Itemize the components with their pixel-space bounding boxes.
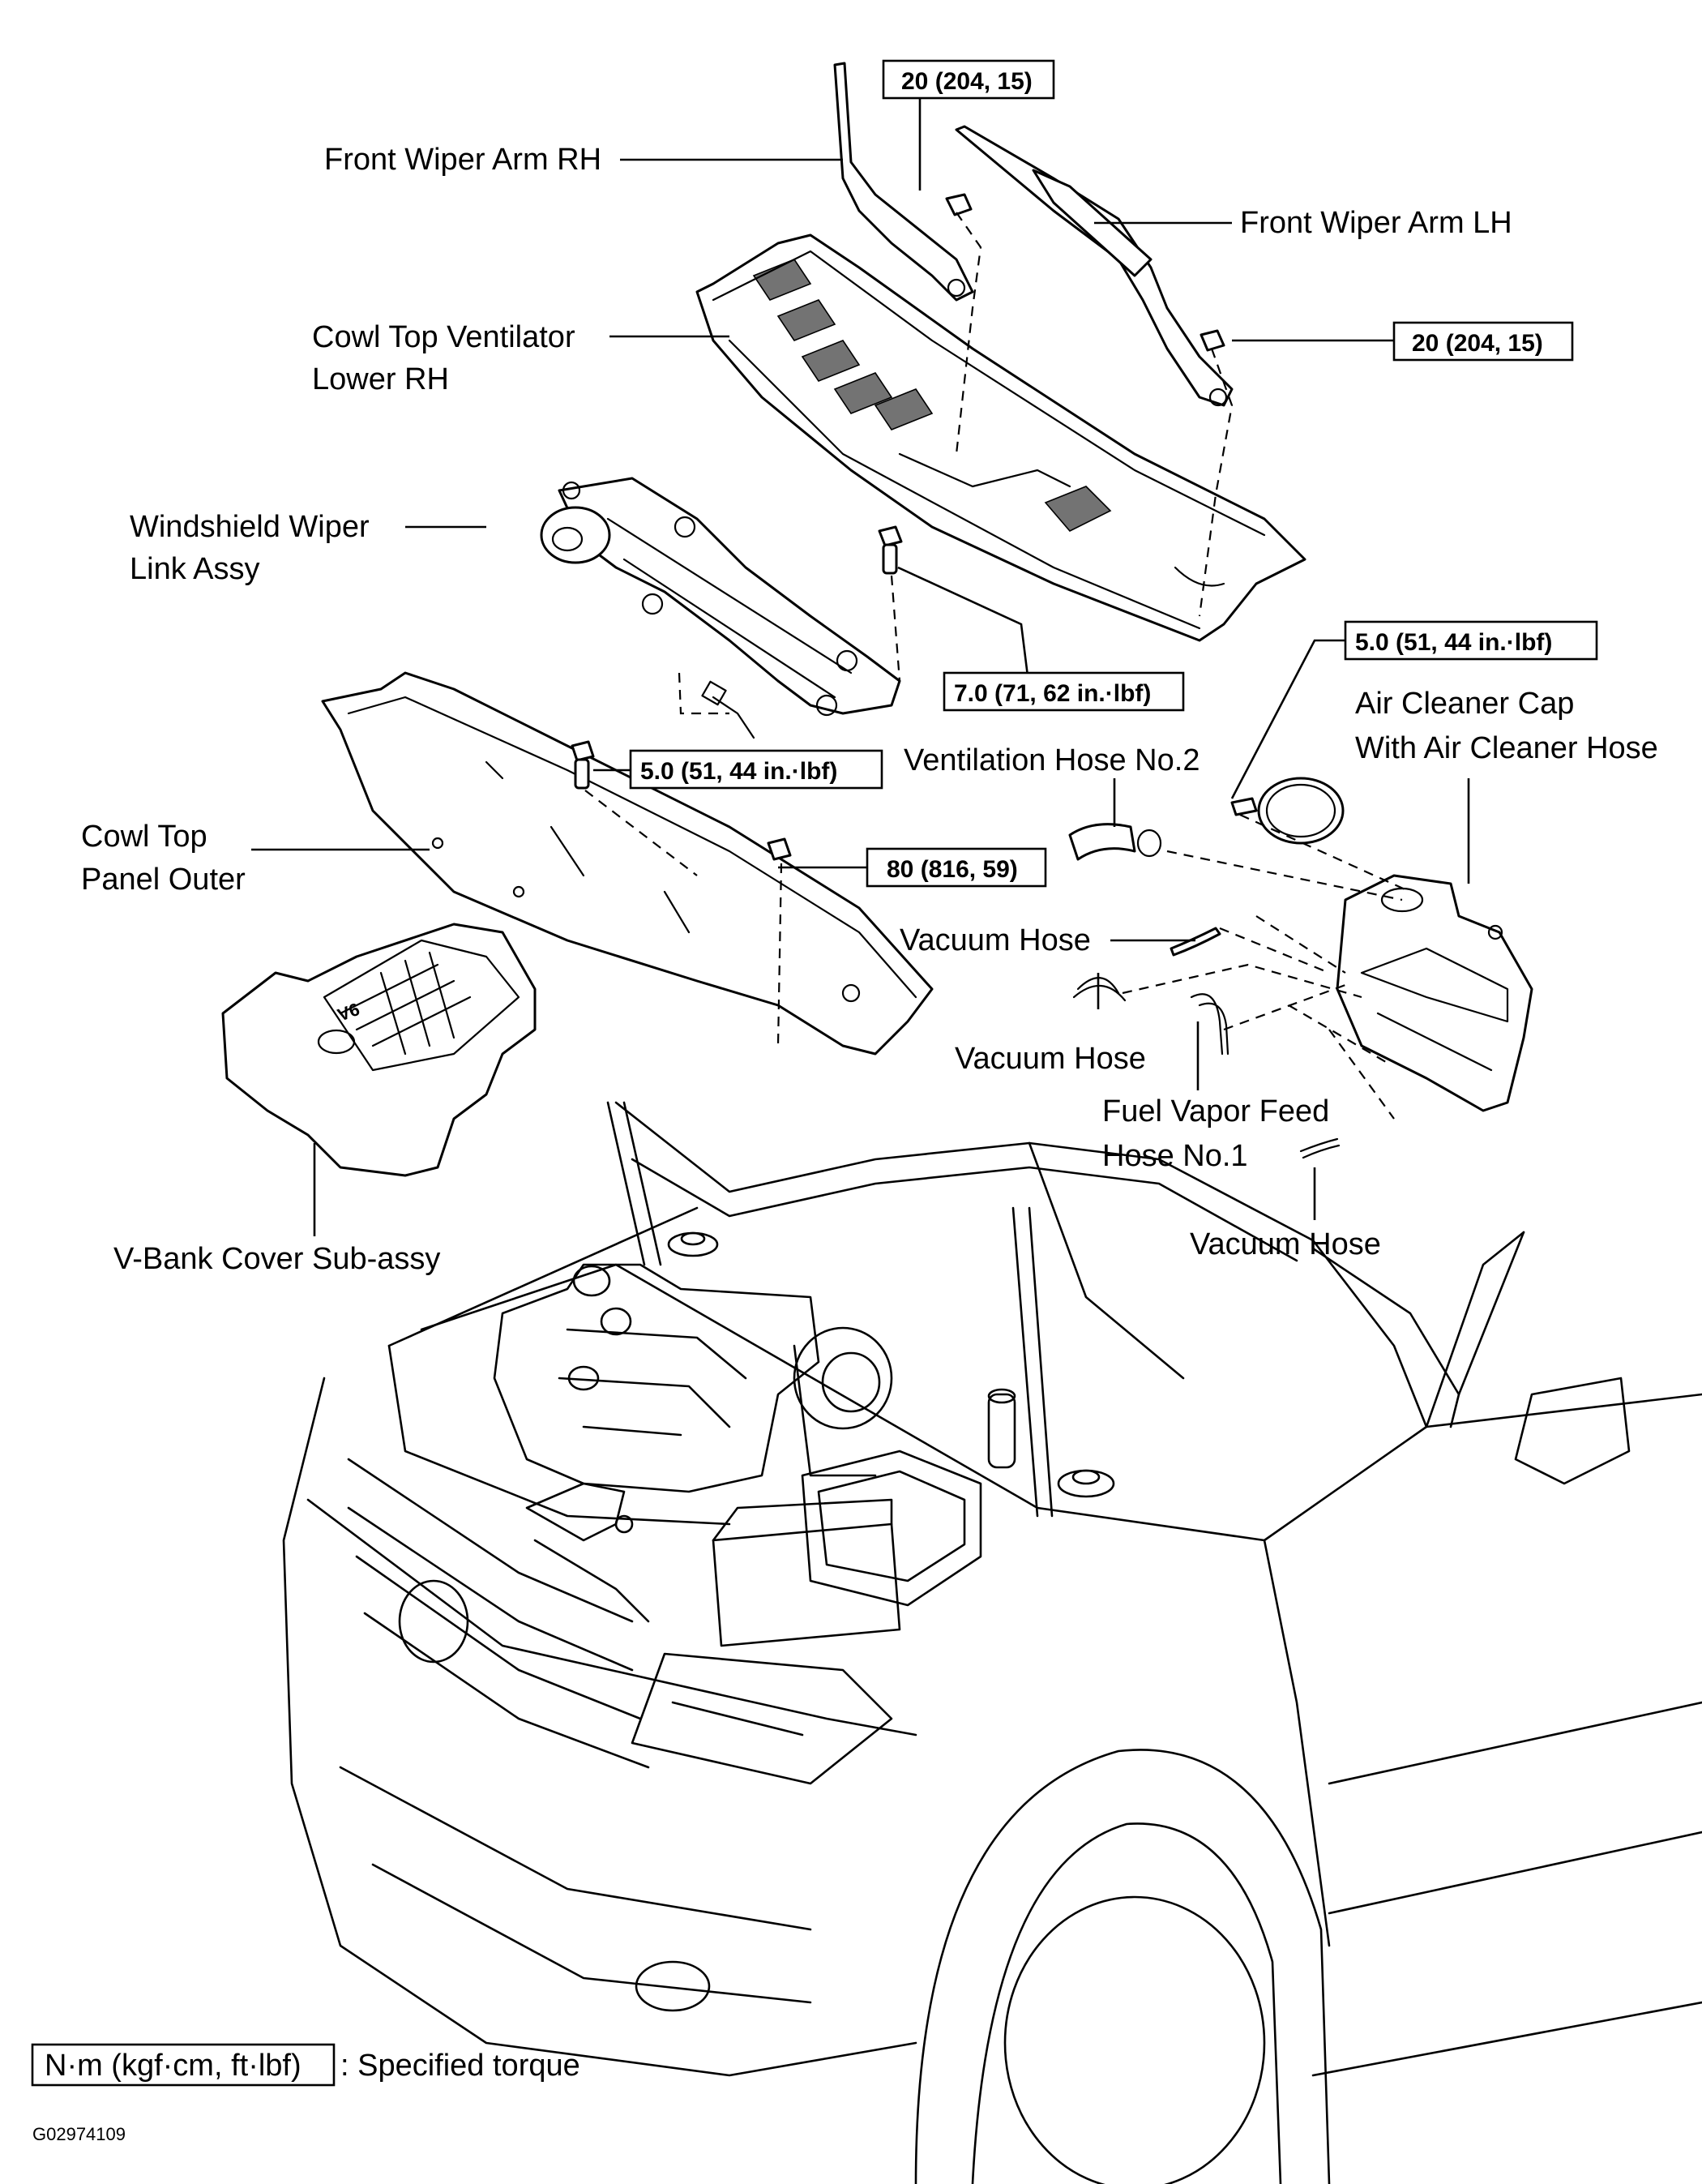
label-cowl-top-ventilator-line2: Lower RH <box>312 362 449 396</box>
leader-lines <box>251 85 1470 1236</box>
cowl-top-panel-outer-part <box>321 671 934 1056</box>
label-air-cleaner-line2: With Air Cleaner Hose <box>1355 731 1658 765</box>
ventilation-hose-part <box>1068 823 1162 861</box>
front-wiper-arm-lh-part <box>955 125 1234 407</box>
legend-text: : Specified torque <box>340 2049 580 2083</box>
torque-wiper-lh: 20 (204, 15) <box>1412 330 1543 357</box>
label-vbank-cover: V-Bank Cover Sub-assy <box>113 1242 440 1276</box>
torque-link-bolt: 7.0 (71, 62 in.·lbf) <box>954 680 1151 707</box>
windshield-wiper-link-part <box>540 477 901 739</box>
torque-panel-nut: 80 (816, 59) <box>887 856 1018 883</box>
label-vacuum-hose-c: Vacuum Hose <box>1190 1227 1381 1261</box>
car-front-illustration <box>282 1101 1702 2184</box>
label-fuel-vapor-line2: Hose No.1 <box>1102 1139 1248 1173</box>
label-windshield-wiper-line2: Link Assy <box>130 552 260 586</box>
label-cowl-top-panel-line2: Panel Outer <box>81 863 246 897</box>
front-wiper-arm-rh-part <box>833 62 974 302</box>
cowl-top-ventilator-part <box>695 233 1306 642</box>
label-cowl-top-panel-line1: Cowl Top <box>81 820 207 854</box>
torque-spec-boxes <box>629 59 1598 888</box>
label-windshield-wiper-line1: Windshield Wiper <box>130 510 370 544</box>
label-vacuum-hose-b: Vacuum Hose <box>955 1042 1146 1076</box>
air-cleaner-part <box>1257 777 1533 1112</box>
engine-bay-components <box>493 1231 1115 1647</box>
fasteners <box>571 193 1258 861</box>
torque-panel-bolt: 5.0 (51, 44 in.·lbf) <box>640 758 837 785</box>
vbank-cover-part: V6 <box>221 923 537 1177</box>
label-ventilation-hose: Ventilation Hose No.2 <box>904 743 1200 777</box>
legend-unit-box: N·m (kgf·cm, ft·lbf) <box>45 2049 301 2083</box>
small-hoses-part <box>1072 927 1341 1159</box>
torque-air-cleaner-clamp: 5.0 (51, 44 in.·lbf) <box>1355 629 1552 656</box>
figure-code: G02974109 <box>32 2124 126 2144</box>
label-front-wiper-arm-lh: Front Wiper Arm LH <box>1240 206 1512 240</box>
label-air-cleaner-line1: Air Cleaner Cap <box>1355 687 1574 721</box>
label-vacuum-hose-a: Vacuum Hose <box>900 923 1091 957</box>
assembly-dashed-lines <box>584 212 1411 1120</box>
torque-legend: N·m (kgf·cm, ft·lbf) : Specified torque <box>31 2043 580 2087</box>
label-fuel-vapor-line1: Fuel Vapor Feed <box>1102 1094 1329 1128</box>
label-cowl-top-ventilator-line1: Cowl Top Ventilator <box>312 320 575 354</box>
torque-wiper-rh: 20 (204, 15) <box>901 68 1033 95</box>
label-front-wiper-arm-rh: Front Wiper Arm RH <box>324 143 601 177</box>
